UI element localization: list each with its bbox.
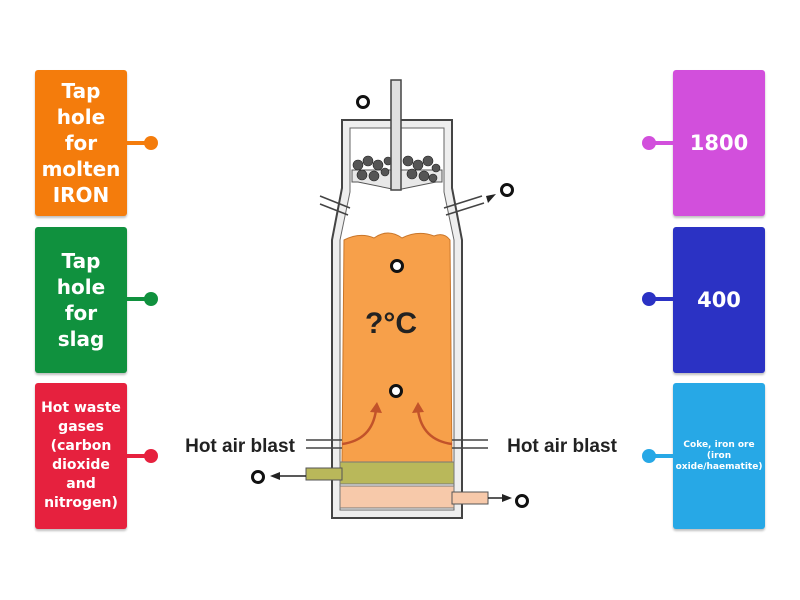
card-tap-hole-slag[interactable]: Tap hole for slag — [35, 227, 127, 373]
card-label: Hot waste gases (carbon dioxide and nitr… — [41, 400, 121, 511]
card-connector — [127, 292, 158, 306]
card-connector — [127, 449, 158, 463]
left-blast-arrowhead-icon — [370, 402, 382, 413]
card-1800[interactable]: 1800 — [673, 70, 765, 216]
iron-tap-arrowhead-icon — [502, 494, 512, 502]
card-hot-waste-gases[interactable]: Hot waste gases (carbon dioxide and nitr… — [35, 383, 127, 529]
card-label: Tap hole for molten IRON — [41, 79, 121, 207]
temperature-label: ?°C — [365, 307, 417, 340]
drop-target-lower-temp[interactable] — [389, 384, 403, 398]
waste-gas-arrow — [486, 194, 496, 203]
card-connector — [642, 292, 673, 306]
drop-target-top[interactable] — [356, 95, 370, 109]
drop-target-upper-temp[interactable] — [390, 259, 404, 273]
card-connector — [127, 136, 158, 150]
right-blast-arrow — [416, 409, 453, 446]
slag-tap-pipe — [305, 467, 343, 481]
coke-pieces — [352, 155, 441, 183]
drop-target-waste-gas[interactable] — [500, 183, 514, 197]
card-label: 400 — [697, 288, 741, 312]
slag-tap-arrowhead-icon — [270, 472, 280, 480]
iron-tap-pipe — [451, 491, 489, 505]
card-label: Coke, iron ore (iron oxide/haematite) — [675, 439, 763, 472]
waste-gas-pipes — [319, 195, 485, 216]
card-coke-iron-ore[interactable]: Coke, iron ore (iron oxide/haematite) — [673, 383, 765, 529]
card-connector — [642, 449, 673, 463]
iron-layer — [339, 485, 455, 509]
drop-target-iron[interactable] — [515, 494, 529, 508]
slag-layer — [339, 461, 455, 485]
left-blast-arrow — [341, 409, 378, 446]
card-label: Tap hole for slag — [56, 249, 106, 351]
right-blast-label: Hot air blast — [507, 436, 617, 457]
card-400[interactable]: 400 — [673, 227, 765, 373]
card-connector — [642, 136, 673, 150]
drop-target-slag[interactable] — [251, 470, 265, 484]
right-blast-arrowhead-icon — [412, 402, 424, 413]
card-label: 1800 — [689, 131, 749, 155]
left-blast-label: Hot air blast — [185, 436, 295, 457]
drop-targets — [251, 95, 529, 508]
feed-pipe — [390, 79, 402, 191]
blast-pipes — [306, 439, 488, 449]
molten-charge — [341, 232, 453, 463]
card-tap-hole-iron[interactable]: Tap hole for molten IRON — [35, 70, 127, 216]
